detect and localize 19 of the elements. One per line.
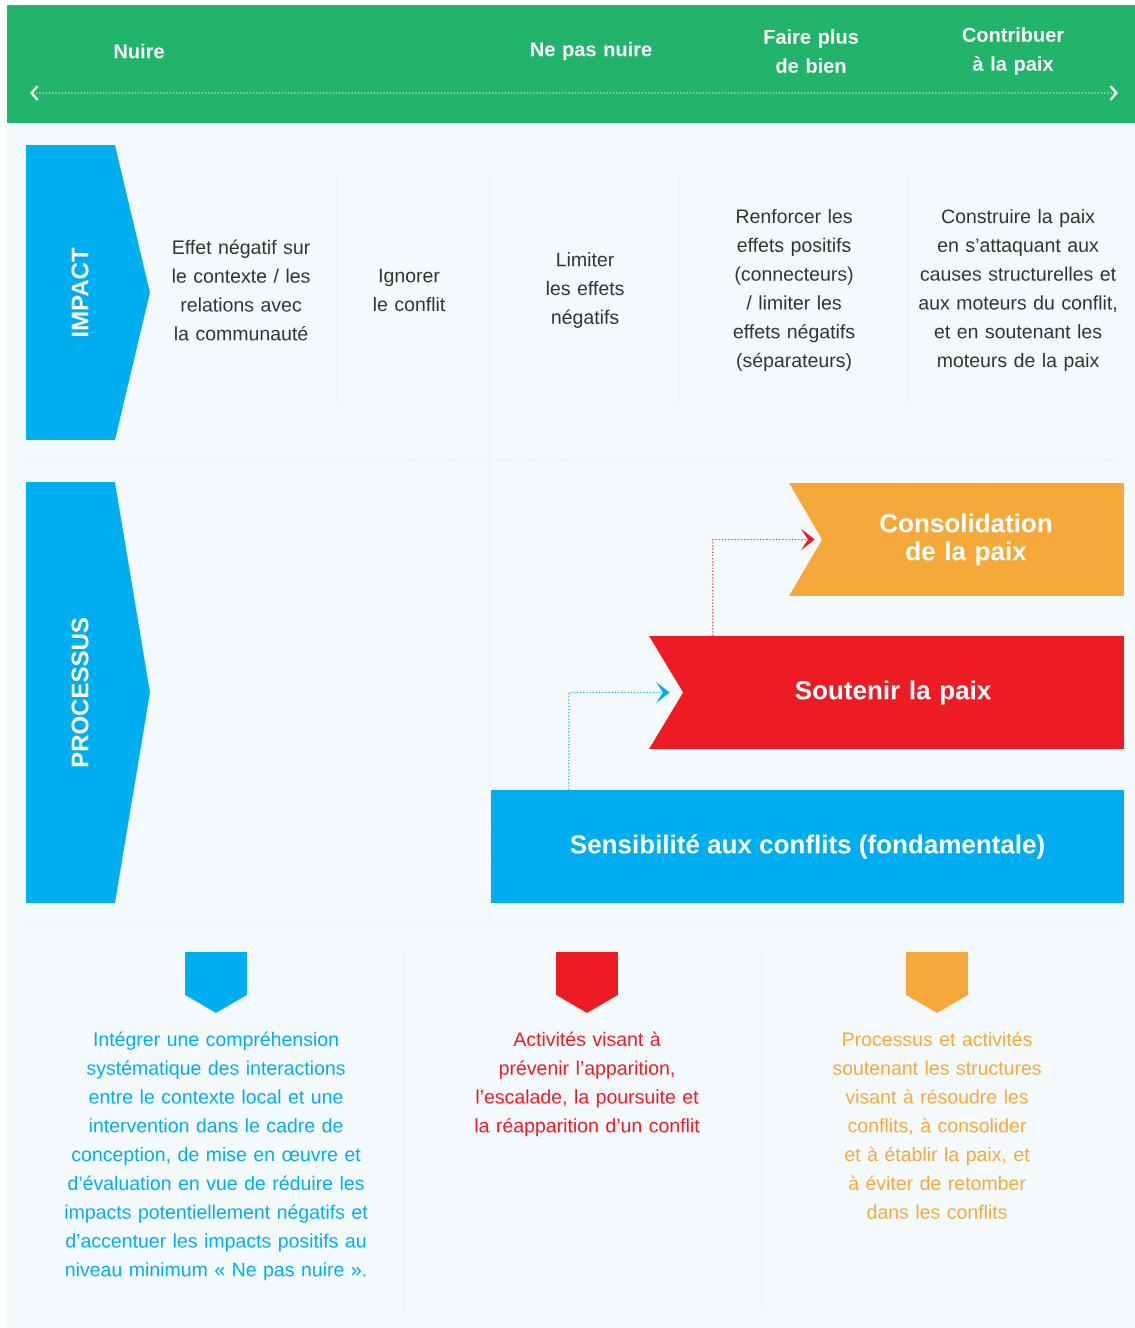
arrow bbox=[568, 681, 670, 791]
column-text: Effet négatif sur le contexte / les relations avec la communauté bbox=[172, 239, 310, 341]
shield-description: Intégrer une compréhension systématique des interactions entre le contexte local et une intervention dans le cadre de conception, de mise en œuvre et d’évaluation en vue de réduire les impacts potentiellement négatifs et d’accentuer les impacts positifs au niveau minimum « Ne pas nuire ». bbox=[65, 952, 368, 1281]
column-text: Ignorer le conflit bbox=[374, 268, 446, 312]
header-label: Faire plus de bien bbox=[764, 29, 858, 73]
header-label: Ne pas nuire bbox=[531, 41, 652, 61]
column-text: Renforcer les effets positifs (connecteurs) / limiter les effets négatifs (séparateurs) bbox=[733, 208, 855, 372]
foundation-box: Sensibilité aux conflits (fondamentale) bbox=[491, 790, 1124, 903]
header-label: Nuire bbox=[114, 43, 164, 59]
chevron-band: Soutenir la paix bbox=[649, 636, 1124, 749]
shield-description: Processus et activités soutenant les structures visant à résoudre les conflits, à consolider et à établir la paix, et à éviter de retomber dans les conflits bbox=[832, 952, 1041, 1219]
column-text: Construire la paix en s’attaquant aux causes structurelles et aux moteurs du conflit, et en soutenant les moteurs de la paix bbox=[919, 208, 1116, 372]
arrow bbox=[712, 528, 815, 637]
shield-description: Activités visant à prévenir l’apparition, l’escalade, la poursuite et la réapparition d’un conflit bbox=[475, 952, 700, 1137]
chevron-band: IMPACT bbox=[26, 145, 150, 440]
column-text: Limiter les effets négatifs bbox=[546, 252, 624, 328]
chevron-band: Consolidation de la paix bbox=[789, 483, 1124, 596]
header-label: Contribuer à la paix bbox=[962, 27, 1064, 75]
chevron-band: PROCESSUS bbox=[26, 482, 150, 903]
